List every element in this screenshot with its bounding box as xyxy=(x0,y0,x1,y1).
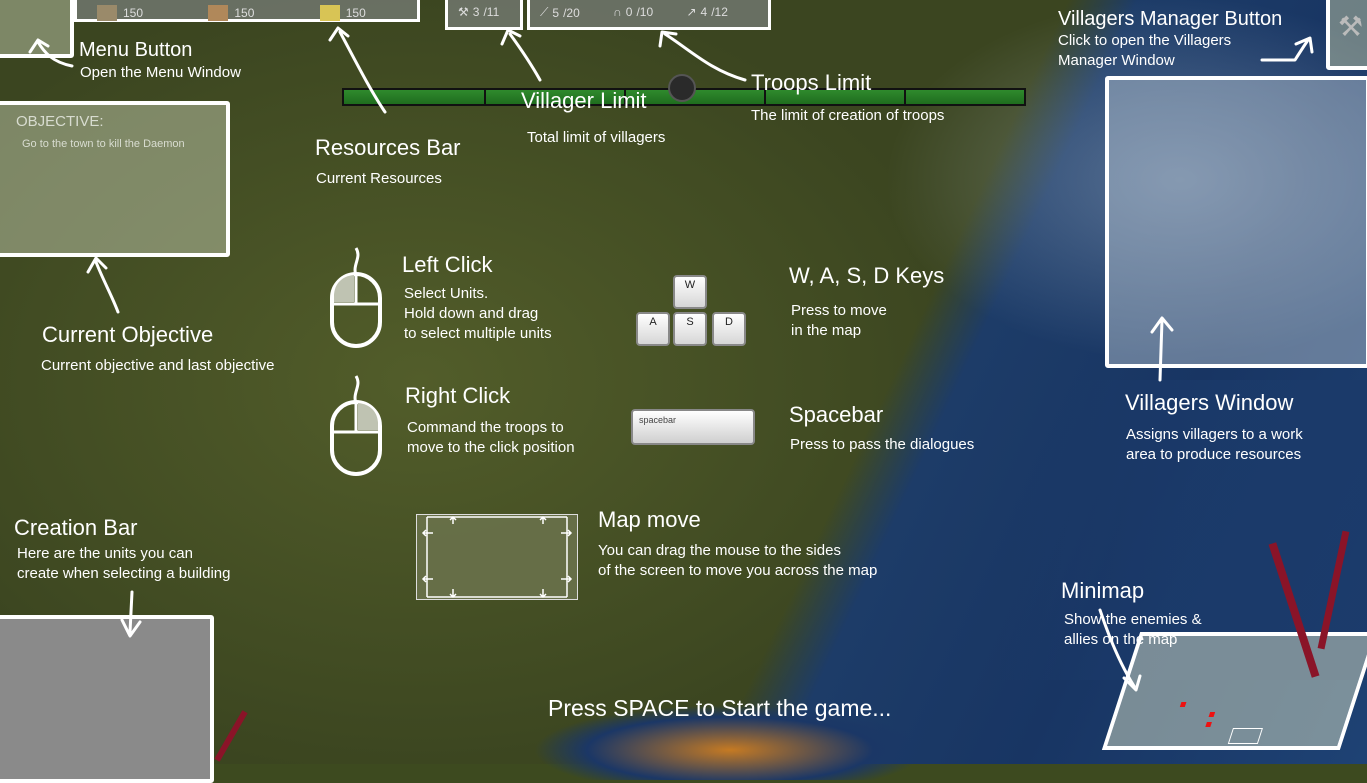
villager-limit-title: Villager Limit xyxy=(521,88,647,113)
arrow-minimap xyxy=(1098,608,1142,692)
villagers-manager-button[interactable]: ⚒ xyxy=(1326,0,1367,70)
troops-limit-counter: ⟋ 5 /20 ∩ 0 /10 ↗ 4 /12 xyxy=(527,0,771,30)
limit-bar-emblem xyxy=(668,74,696,102)
gold-icon xyxy=(319,5,340,21)
right-click-desc: Command the troops to move to the click … xyxy=(407,419,575,456)
arrow-menu xyxy=(28,38,74,68)
villagers-manager-title: Villagers Manager Button xyxy=(1058,8,1283,30)
swordsman-count: ⟋ 5 /20 xyxy=(540,5,580,20)
shield-icon: ∩ xyxy=(613,5,622,19)
current-objective-desc: Current objective and last objective xyxy=(41,357,275,374)
creation-bar xyxy=(0,615,214,783)
left-click-desc: Select Units. Hold down and drag to sele… xyxy=(404,285,552,342)
hammer-icon: ⚒ xyxy=(1338,11,1364,42)
arrow-villagers-window xyxy=(1150,316,1174,382)
map-move-illustration xyxy=(416,514,578,600)
objective-heading: OBJECTIVE: xyxy=(16,113,104,130)
resource-gold: 150 xyxy=(319,5,366,21)
resources-bar-title: Resources Bar xyxy=(315,135,461,160)
minimap-title: Minimap xyxy=(1061,578,1145,603)
key-w: W xyxy=(673,275,707,309)
key-d: D xyxy=(712,312,746,346)
arrow-troops-limit xyxy=(658,30,747,82)
villager-limit-desc: Total limit of villagers xyxy=(527,129,666,146)
start-prompt: Press SPACE to Start the game... xyxy=(548,695,892,721)
water-area xyxy=(1000,380,1367,680)
right-click-title: Right Click xyxy=(405,383,511,408)
map-move-desc: You can drag the mouse to the sides of t… xyxy=(598,542,878,579)
objective-panel: OBJECTIVE: Go to the town to kill the Da… xyxy=(0,101,230,257)
right-click-mouse-icon xyxy=(330,375,382,476)
creation-bar-desc: Here are the units you can create when s… xyxy=(17,545,231,582)
callout-arrows xyxy=(28,26,1314,692)
resource-food: 150 xyxy=(208,5,254,21)
food-icon xyxy=(208,5,229,21)
arrow-creation-bar xyxy=(120,590,142,638)
villager-count: ⚒ 3 /11 xyxy=(458,5,500,19)
troops-limit-desc: The limit of creation of troops xyxy=(751,107,945,124)
spacebar-title: Spacebar xyxy=(789,402,884,427)
creation-bar-title: Creation Bar xyxy=(14,515,138,540)
arrow-resources xyxy=(328,26,387,114)
resources-bar-desc: Current Resources xyxy=(316,170,442,187)
arrow-objective xyxy=(86,256,120,314)
key-a: A xyxy=(636,312,670,346)
objective-text: Go to the town to kill the Daemon xyxy=(22,138,185,150)
menu-button-desc: Open the Menu Window xyxy=(80,64,241,81)
wasd-desc: Press to move in the map xyxy=(791,302,887,339)
menu-button[interactable] xyxy=(0,0,74,58)
hammer-icon: ⚒ xyxy=(458,5,469,19)
left-click-mouse-icon xyxy=(330,247,382,348)
arrow-villager-limit xyxy=(500,28,542,82)
villagers-window xyxy=(1105,76,1367,368)
villagers-window-title: Villagers Window xyxy=(1125,390,1294,415)
arrow-icon: ↗ xyxy=(686,5,697,19)
minimap-desc: Show the enemies & allies on the map xyxy=(1064,611,1202,648)
spacebar-desc: Press to pass the dialogues xyxy=(790,436,975,453)
resources-bar: 150 150 150 xyxy=(74,0,420,22)
key-s: S xyxy=(673,312,707,346)
menu-button-title: Menu Button xyxy=(79,39,193,61)
villager-limit-counter: ⚒ 3 /11 xyxy=(445,0,523,30)
map-move-title: Map move xyxy=(598,507,701,532)
villagers-manager-desc: Click to open the Villagers Manager Wind… xyxy=(1058,32,1232,69)
archer-count: ↗ 4 /12 xyxy=(686,5,728,19)
wasd-title: W, A, S, D Keys xyxy=(789,263,945,288)
troops-limit-title: Troops Limit xyxy=(751,70,872,95)
resource-wood: 150 xyxy=(97,5,143,21)
villagers-window-desc: Assigns villagers to a work area to prod… xyxy=(1126,426,1303,463)
current-objective-title: Current Objective xyxy=(42,322,214,347)
left-click-title: Left Click xyxy=(402,252,493,277)
wood-icon xyxy=(97,5,117,21)
arrow-villagers-manager xyxy=(1260,36,1314,62)
key-spacebar: spacebar xyxy=(631,409,755,445)
knight-count: ∩ 0 /10 xyxy=(613,5,654,19)
sword-icon: ⟋ xyxy=(540,5,549,19)
